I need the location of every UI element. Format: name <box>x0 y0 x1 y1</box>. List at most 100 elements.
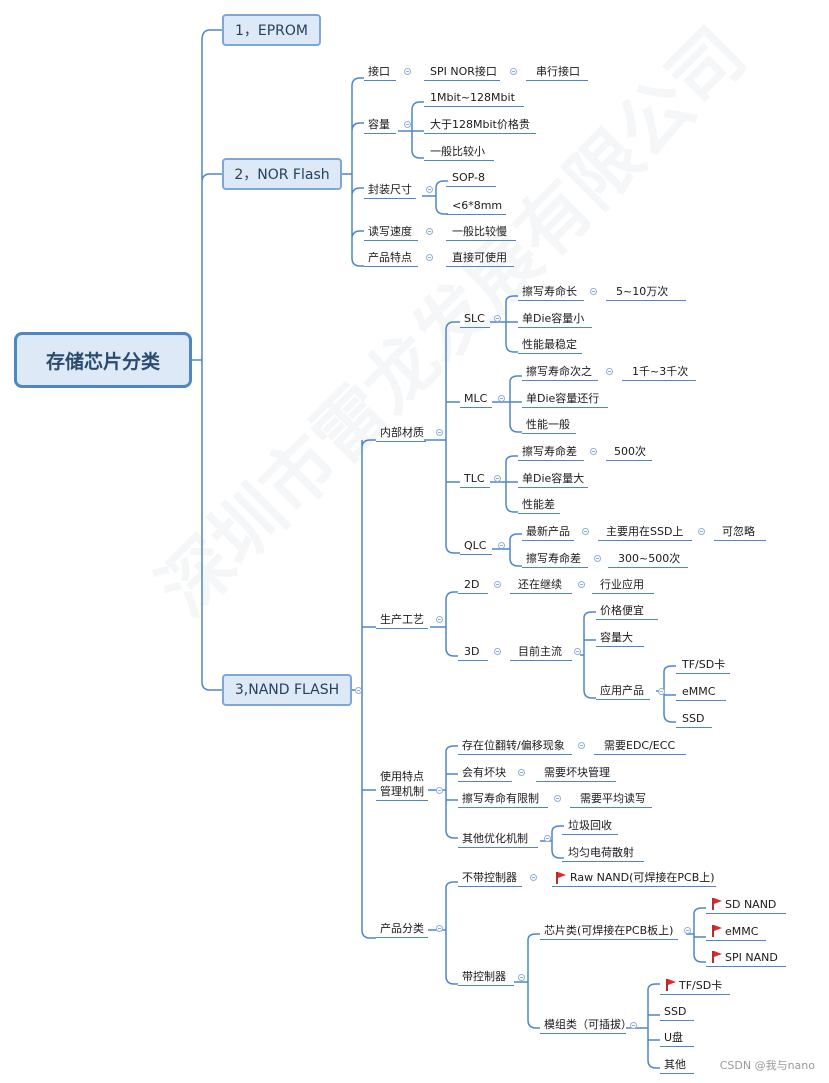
label-qlc1v2[interactable]: 可忽略 <box>722 525 755 538</box>
collapse-icon[interactable] <box>630 1022 637 1029</box>
label-feature[interactable]: 产品特点 <box>368 251 412 264</box>
label-u4[interactable]: 其他优化机制 <box>462 832 528 845</box>
label-2d-industry[interactable]: 行业应用 <box>600 578 644 591</box>
label-capacity[interactable]: 容量 <box>368 118 390 131</box>
collapse-icon[interactable] <box>582 528 589 535</box>
collapse-icon[interactable] <box>578 581 585 588</box>
label-chip-spinand[interactable]: SPI NAND <box>725 951 778 964</box>
label-u3[interactable]: 擦写寿命有限制 <box>462 792 539 805</box>
label-usage-2[interactable]: 管理机制 <box>380 785 424 798</box>
collapse-icon[interactable] <box>578 742 585 749</box>
label-mod-udisk[interactable]: U盘 <box>664 1031 684 1044</box>
label-raw-nand[interactable]: Raw NAND(可焊接在PCB上) <box>570 871 715 884</box>
collapse-icon[interactable] <box>426 228 433 235</box>
label-3d-mainstream[interactable]: 目前主流 <box>518 645 562 658</box>
node-nor-flash[interactable]: 2，NOR Flash <box>222 158 342 190</box>
label-qlc[interactable]: QLC <box>464 539 487 552</box>
label-speed[interactable]: 读写速度 <box>368 225 412 238</box>
label-serial[interactable]: 串行接口 <box>536 65 580 78</box>
label-mlc2[interactable]: 单Die容量还行 <box>526 392 600 405</box>
label-qlc1[interactable]: 最新产品 <box>526 525 570 538</box>
label-material[interactable]: 内部材质 <box>380 426 424 439</box>
collapse-icon[interactable] <box>510 68 517 75</box>
collapse-icon[interactable] <box>355 687 362 694</box>
label-mlc1v[interactable]: 1千~3千次 <box>632 365 689 378</box>
label-mlc3[interactable]: 性能一般 <box>526 418 570 431</box>
label-process[interactable]: 生产工艺 <box>380 613 424 626</box>
collapse-icon[interactable] <box>498 542 505 549</box>
label-app-ssd[interactable]: SSD <box>682 712 705 725</box>
label-usage-1[interactable]: 使用特点 <box>380 770 424 783</box>
label-mlc1[interactable]: 擦写寿命次之 <box>526 365 592 378</box>
label-u1[interactable]: 存在位翻转/偏移现象 <box>462 739 565 752</box>
label-mlc[interactable]: MLC <box>464 392 488 405</box>
label-mod-ssd[interactable]: SSD <box>664 1005 687 1018</box>
label-qlc2v[interactable]: 300~500次 <box>618 552 681 565</box>
label-slc[interactable]: SLC <box>464 312 485 325</box>
label-tlc2[interactable]: 单Die容量大 <box>522 472 585 485</box>
label-chip[interactable]: 芯片类(可焊接在PCB板上) <box>544 924 674 937</box>
root-node[interactable]: 存储芯片分类 <box>14 332 192 388</box>
label-u4b[interactable]: 均匀电荷散射 <box>568 846 634 859</box>
collapse-icon[interactable] <box>436 429 443 436</box>
collapse-icon[interactable] <box>544 835 551 842</box>
label-feature-value[interactable]: 直接可使用 <box>452 251 507 264</box>
label-cap3[interactable]: 一般比较小 <box>430 145 485 158</box>
label-cap2[interactable]: 大于128Mbit价格贵 <box>430 118 530 131</box>
label-slc1[interactable]: 擦写寿命长 <box>522 285 577 298</box>
label-2d[interactable]: 2D <box>464 578 480 591</box>
label-tlc[interactable]: TLC <box>464 472 485 485</box>
collapse-icon[interactable] <box>554 795 561 802</box>
collapse-icon[interactable] <box>404 121 411 128</box>
label-u4a[interactable]: 垃圾回收 <box>568 819 612 832</box>
label-app-tfsd[interactable]: TF/SD卡 <box>682 658 726 671</box>
label-with-controller[interactable]: 带控制器 <box>462 970 506 983</box>
collapse-icon[interactable] <box>530 874 537 881</box>
label-chip-sdnand[interactable]: SD NAND <box>725 898 777 911</box>
label-qlc2[interactable]: 擦写寿命差 <box>526 552 581 565</box>
label-qlc1v[interactable]: 主要用在SSD上 <box>606 525 684 538</box>
label-mod-other[interactable]: 其他 <box>664 1058 686 1071</box>
label-3d-capacity[interactable]: 容量大 <box>600 631 633 644</box>
label-spi-nor[interactable]: SPI NOR接口 <box>430 65 497 78</box>
label-u2v[interactable]: 需要坏块管理 <box>544 766 610 779</box>
label-3d-apps[interactable]: 应用产品 <box>600 684 644 697</box>
label-3d-cheap[interactable]: 价格便宜 <box>600 604 644 617</box>
label-2d-continue[interactable]: 还在继续 <box>518 578 562 591</box>
collapse-icon[interactable] <box>574 648 581 655</box>
collapse-icon[interactable] <box>494 648 501 655</box>
collapse-icon[interactable] <box>658 688 665 695</box>
label-tlc3[interactable]: 性能差 <box>522 498 555 511</box>
label-cap1[interactable]: 1Mbit~128Mbit <box>430 91 515 104</box>
label-slc2[interactable]: 单Die容量小 <box>522 312 585 325</box>
label-3d[interactable]: 3D <box>464 645 480 658</box>
node-nand-flash[interactable]: 3,NAND FLASH <box>222 674 352 706</box>
label-slc1v[interactable]: 5~10万次 <box>616 285 669 298</box>
label-product[interactable]: 产品分类 <box>380 922 424 935</box>
collapse-icon[interactable] <box>436 616 443 623</box>
collapse-icon[interactable] <box>498 395 505 402</box>
label-app-emmc[interactable]: eMMC <box>682 685 716 698</box>
label-size[interactable]: <6*8mm <box>452 199 503 212</box>
label-chip-emmc[interactable]: eMMC <box>725 925 759 938</box>
label-u3v[interactable]: 需要平均读写 <box>580 792 646 805</box>
label-slc3[interactable]: 性能最稳定 <box>522 338 577 351</box>
label-mod-tfsd[interactable]: TF/SD卡 <box>679 979 723 992</box>
collapse-icon[interactable] <box>518 769 525 776</box>
collapse-icon[interactable] <box>404 68 411 75</box>
label-no-controller[interactable]: 不带控制器 <box>462 871 517 884</box>
label-u2[interactable]: 会有坏块 <box>462 766 506 779</box>
label-u1v[interactable]: 需要EDC/ECC <box>604 739 676 752</box>
collapse-icon[interactable] <box>590 448 597 455</box>
node-eprom[interactable]: 1，EPROM <box>222 14 321 46</box>
collapse-icon[interactable] <box>684 927 691 934</box>
label-sop8[interactable]: SOP-8 <box>452 171 485 184</box>
label-tlc1[interactable]: 擦写寿命差 <box>522 445 577 458</box>
label-interface[interactable]: 接口 <box>368 65 390 78</box>
collapse-icon[interactable] <box>518 974 525 981</box>
collapse-icon[interactable] <box>494 581 501 588</box>
label-tlc1v[interactable]: 500次 <box>614 445 646 458</box>
collapse-icon[interactable] <box>436 925 443 932</box>
collapse-icon[interactable] <box>436 787 443 794</box>
label-speed-value[interactable]: 一般比较慢 <box>452 225 507 238</box>
